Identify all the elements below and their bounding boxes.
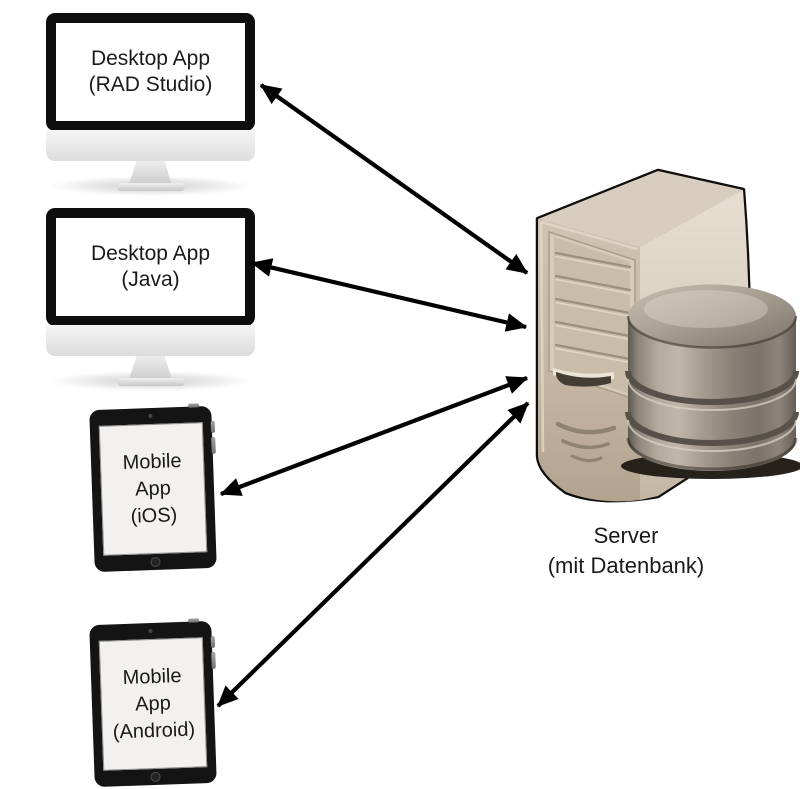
node-mobile-android: Mobile App (Android) xyxy=(89,618,217,788)
node-label-line: (iOS) xyxy=(130,503,178,528)
edge-desktop-rad-studio-server xyxy=(259,83,529,275)
tablet-volume-button xyxy=(210,420,216,433)
node-label-line: (mit Datenbank) xyxy=(547,553,705,578)
drive-bay-lines xyxy=(554,251,632,364)
tablet-camera-icon xyxy=(148,413,153,419)
drive-slot xyxy=(556,372,611,387)
node-label-line: Desktop App xyxy=(90,47,211,70)
tablet-icon: Mobile App (iOS) xyxy=(98,422,208,556)
tablet-volume-button xyxy=(211,436,216,454)
desktop-monitor-icon: Desktop App (RAD Studio) xyxy=(46,13,255,131)
monitor-stand-base xyxy=(116,378,185,386)
node-label-line: App xyxy=(134,691,172,716)
node-label-line: Mobile xyxy=(122,449,182,474)
edge-mobile-android-server xyxy=(216,401,530,708)
tablet-icon: Mobile App (Android) xyxy=(98,637,208,771)
monitor-chin xyxy=(46,325,255,356)
node-desktop-java: Desktop App (Java) xyxy=(46,208,255,391)
monitor-stand-neck xyxy=(129,356,172,378)
tablet-camera-icon xyxy=(148,628,153,634)
node-label-line: Server xyxy=(593,523,659,548)
monitor-stand-base xyxy=(116,183,185,191)
tablet-power-button xyxy=(188,403,200,408)
node-label-line: Desktop App xyxy=(90,242,211,265)
node-server xyxy=(535,168,800,503)
monitor-stand-neck xyxy=(129,161,172,183)
tablet-volume-button xyxy=(211,651,216,669)
tablet-power-button xyxy=(188,618,200,623)
node-label-line: App xyxy=(134,476,172,501)
node-label-line: Mobile xyxy=(122,664,182,689)
node-desktop-rad-studio: Desktop App (RAD Studio) xyxy=(46,13,255,196)
tablet-home-button xyxy=(150,771,161,783)
node-label-line: (RAD Studio) xyxy=(88,73,213,96)
tablet-home-button xyxy=(150,556,161,568)
node-mobile-ios: Mobile App (iOS) xyxy=(89,403,217,573)
edge-mobile-ios-server xyxy=(219,376,529,496)
monitor-chin xyxy=(46,130,255,161)
desktop-monitor-icon: Desktop App (Java) xyxy=(46,208,255,326)
node-label-line: (Java) xyxy=(121,268,180,291)
tablet-volume-button xyxy=(210,635,216,648)
server-label: Server (mit Datenbank) xyxy=(500,521,752,581)
database-icon xyxy=(621,284,800,479)
vent-lines xyxy=(555,421,617,463)
edge-desktop-java-server xyxy=(250,258,528,332)
node-label-line: (Android) xyxy=(112,718,196,743)
